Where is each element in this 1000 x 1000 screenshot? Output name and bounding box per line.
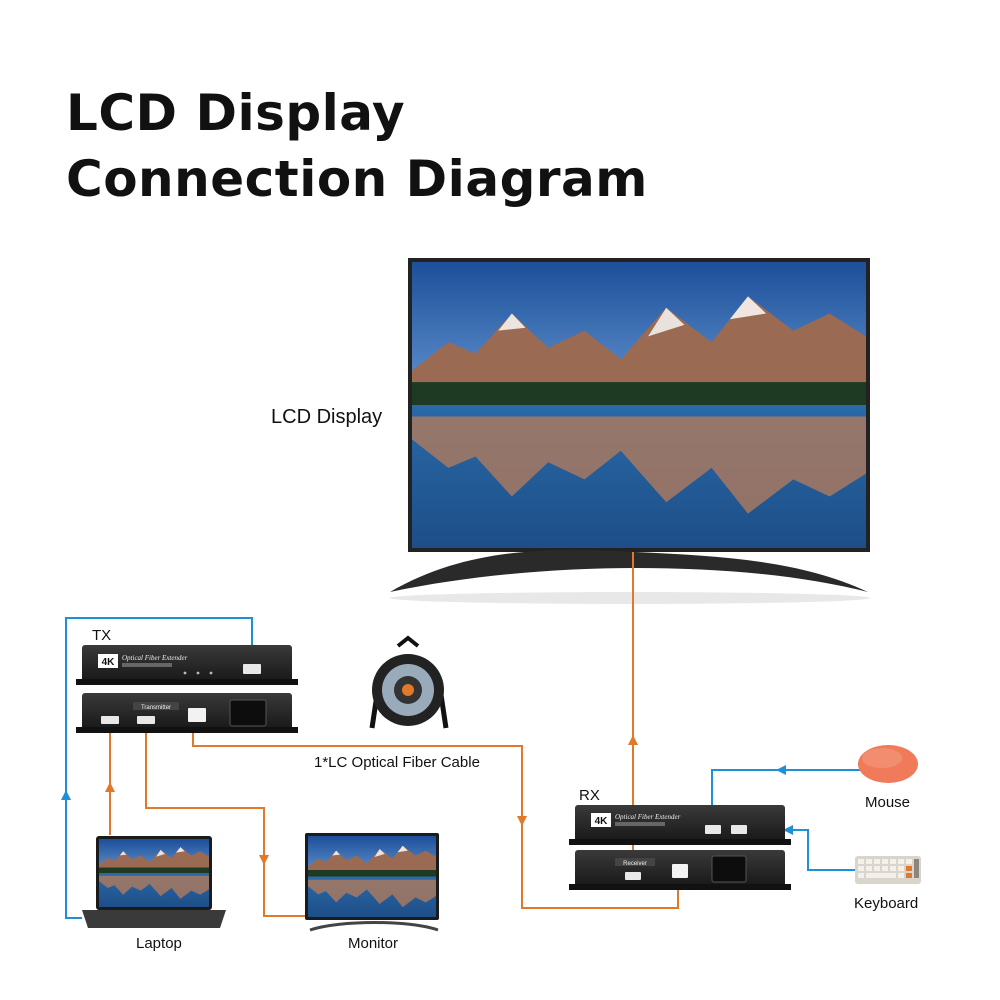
arrow-up-icon: [61, 790, 71, 800]
usb-port-mouse: [705, 825, 721, 834]
arrow-left-icon: [783, 825, 793, 835]
tx-front-panel: 4K Optical Fiber Extender: [76, 645, 298, 685]
laptop-label: Laptop: [136, 935, 182, 952]
rx-label: RX: [579, 787, 600, 804]
arrow-up-icon: [105, 782, 115, 792]
monitor-label: Monitor: [348, 935, 399, 952]
tx-panel-label: Transmitter: [141, 705, 171, 711]
rx-rear-panel: Receiver: [569, 850, 791, 890]
usb-line-laptop-to-tx: [65, 617, 253, 919]
page-title: LCD Display Connection Diagram: [66, 80, 648, 212]
hdmi-out-port: [625, 872, 641, 880]
rx-front-panel: 4K Optical Fiber Extender: [569, 805, 791, 845]
arrow-down-icon: [517, 816, 527, 826]
lcd-display-label-anchor: .: [0, 0, 4, 4]
tv-stand: [390, 549, 868, 592]
monitor-icon: [305, 833, 439, 932]
power-socket: [711, 855, 747, 883]
keyboard-icon: [855, 856, 921, 884]
arrow-up-icon: [628, 735, 638, 745]
hdmi-line-tx-to-monitor: [145, 720, 305, 917]
title-line-1: LCD Display: [66, 84, 406, 142]
device-badge: 4K: [595, 816, 609, 827]
fiber-port: [188, 708, 206, 722]
title-line-2: Connection Diagram: [66, 150, 648, 208]
lcd-display: [390, 258, 870, 604]
usb-port: [243, 664, 261, 674]
mouse-label: Mouse: [865, 794, 911, 811]
tx-rear-panel: Transmitter: [76, 693, 298, 733]
device-name: Optical Fiber Extender: [122, 654, 188, 662]
hdmi-in-port: [101, 716, 119, 724]
keyboard-label: Keyboard: [854, 895, 919, 912]
rx-panel-label: Receiver: [623, 861, 647, 867]
hdmi-loop-port: [137, 716, 155, 724]
power-socket: [229, 699, 267, 727]
fiber-cable-label: 1*LC Optical Fiber Cable: [314, 754, 480, 771]
device-badge: 4K: [102, 657, 116, 668]
arrow-left-icon: [776, 765, 786, 775]
tv-screen: [412, 262, 866, 548]
lcd-display-label: LCD Display: [271, 406, 383, 428]
arrow-down-icon: [259, 855, 269, 865]
usb-port-keyboard: [731, 825, 747, 834]
fiber-spool-icon: [369, 635, 449, 729]
laptop-icon: [82, 836, 226, 928]
mouse-icon: [858, 745, 918, 783]
fiber-line-tx-to-rx: [192, 712, 679, 909]
fiber-port: [672, 864, 688, 878]
device-name: Optical Fiber Extender: [615, 813, 681, 821]
tx-label: TX: [92, 627, 112, 644]
